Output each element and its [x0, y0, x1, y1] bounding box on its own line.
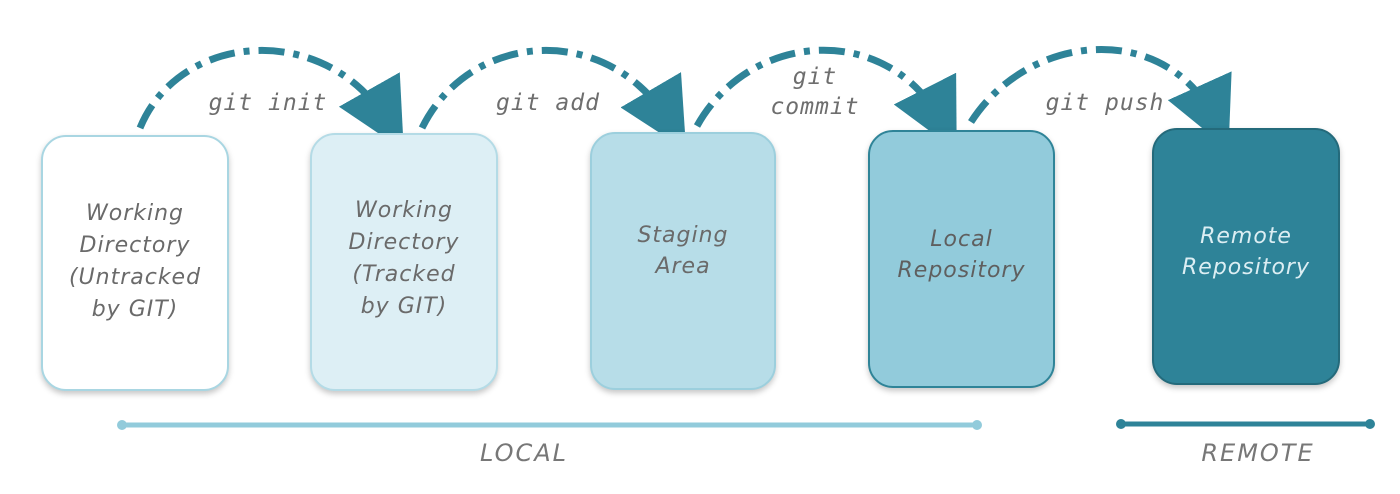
command-label-git-init: git init — [209, 90, 328, 116]
section-bar-end-dot — [1365, 419, 1375, 429]
node-label-working-tracked: Working — [355, 198, 453, 223]
node-label-staging-area: Area — [653, 254, 710, 279]
arrows-layer: git init git add git commit git push — [136, 46, 1232, 151]
command-label-git-push: git push — [1046, 90, 1165, 116]
dashed-arrow-git-push — [968, 46, 1232, 150]
node-label-working-untracked: by GIT) — [92, 297, 179, 322]
command-label-git-add: git add — [496, 90, 600, 116]
node-label-remote-repository: Repository — [1182, 255, 1310, 280]
dashed-arrow-git-init — [136, 47, 404, 151]
edge-git-push: git push — [968, 46, 1232, 150]
section-label-remote: REMOTE — [1201, 439, 1314, 467]
node-box-staging-area — [590, 132, 776, 390]
edge-git-commit: git commit — [693, 46, 957, 151]
node-label-working-untracked: (Untracked — [69, 265, 201, 290]
node-label-working-tracked: Directory — [349, 230, 460, 255]
edge-git-init: git init — [136, 47, 404, 151]
node-label-working-tracked: by GIT) — [361, 294, 448, 319]
sections-layer: LOCAL REMOTE — [117, 419, 1375, 467]
node-box-remote-repository — [1152, 128, 1340, 385]
section-label-local: LOCAL — [480, 439, 568, 467]
node-label-local-repository: Local — [930, 227, 992, 252]
dashed-arrow-git-add — [418, 47, 687, 151]
node-label-working-tracked: (Tracked — [352, 262, 455, 287]
node-label-working-untracked: Working — [86, 201, 184, 226]
node-box-local-repository — [868, 130, 1055, 388]
dashed-arrow-git-commit — [693, 46, 957, 151]
section-bar-start-dot — [117, 420, 127, 430]
edge-git-add: git add — [418, 47, 687, 151]
section-bar-start-dot — [1116, 419, 1126, 429]
command-label-git-commit: git — [793, 64, 838, 90]
node-box-working-tracked — [310, 133, 498, 391]
node-box-working-untracked — [41, 135, 229, 391]
node-label-remote-repository: Remote — [1200, 224, 1292, 249]
node-label-local-repository: Repository — [898, 258, 1026, 283]
section-remote: REMOTE — [1116, 419, 1375, 467]
command-label-git-commit: commit — [770, 94, 859, 120]
section-bar-end-dot — [972, 420, 982, 430]
node-label-staging-area: Staging — [637, 223, 728, 248]
node-label-working-untracked: Directory — [80, 233, 191, 258]
section-local: LOCAL — [117, 420, 982, 467]
